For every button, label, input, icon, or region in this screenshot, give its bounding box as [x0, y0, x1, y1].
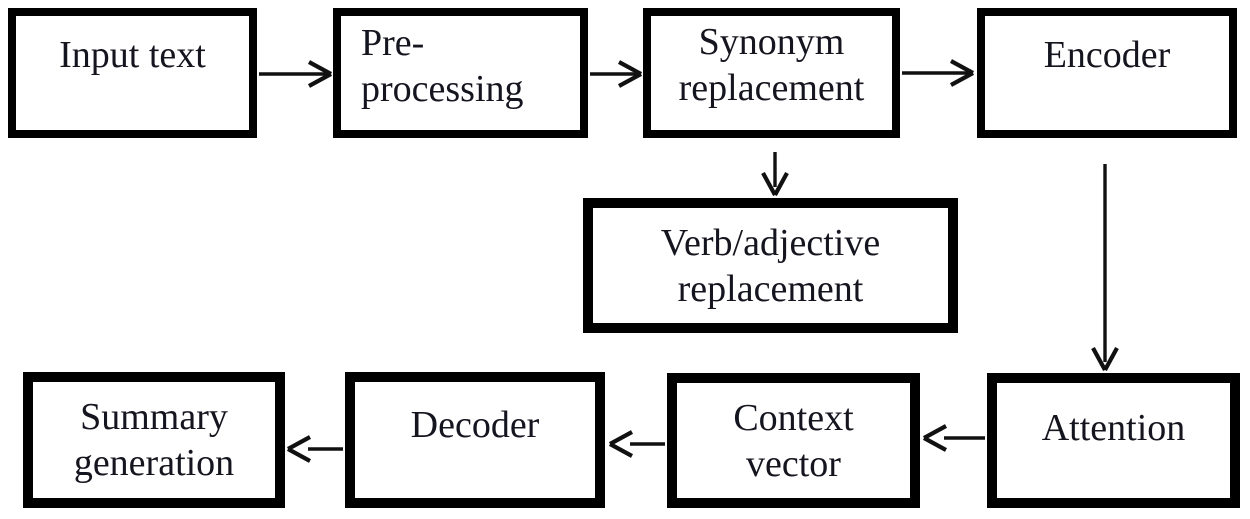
arrow-synonym-replacement-to-verb-adjective-replacement	[761, 152, 789, 197]
node-label-line: Synonym	[698, 21, 845, 63]
node-label-line: replacement	[678, 67, 865, 109]
arrow-decoder-to-summary-generation	[286, 435, 343, 463]
node-decoder: Decoder	[345, 372, 605, 508]
node-verb-adjective-replacement: Verb/adjective replacement	[583, 198, 958, 333]
node-attention: Attention	[987, 373, 1240, 508]
arrow-input-text-to-pre-processing	[259, 60, 333, 88]
arrow-encoder-to-attention	[1091, 164, 1119, 372]
node-input-text: Input text	[8, 8, 257, 138]
arrow-context-vector-to-decoder	[608, 430, 665, 458]
node-synonym-replacement: Synonym replacement	[643, 8, 900, 138]
node-label-line: generation	[73, 442, 235, 484]
node-encoder: Encoder	[977, 8, 1237, 138]
node-label-line: Verb/adjective	[660, 221, 881, 264]
node-context-vector: Context vector	[667, 373, 920, 508]
node-label-line: replacement	[677, 267, 864, 310]
node-summary-generation: Summary generation	[23, 372, 285, 508]
arrow-attention-to-context-vector	[922, 424, 985, 452]
node-label-line: Summary	[80, 396, 228, 438]
node-label: Encoder	[1043, 34, 1171, 76]
node-label-line: processing	[361, 68, 524, 110]
arrow-synonym-replacement-to-encoder	[902, 59, 975, 87]
node-label: Attention	[1041, 407, 1186, 449]
node-label-line: Pre-	[361, 22, 425, 64]
node-pre-processing: Pre- processing	[333, 8, 588, 138]
node-label-line: vector	[746, 442, 841, 485]
arrow-pre-processing-to-synonym-replacement	[590, 60, 643, 88]
node-label-line: Context	[733, 396, 854, 439]
node-label: Decoder	[410, 404, 540, 446]
node-label: Input text	[59, 34, 206, 76]
